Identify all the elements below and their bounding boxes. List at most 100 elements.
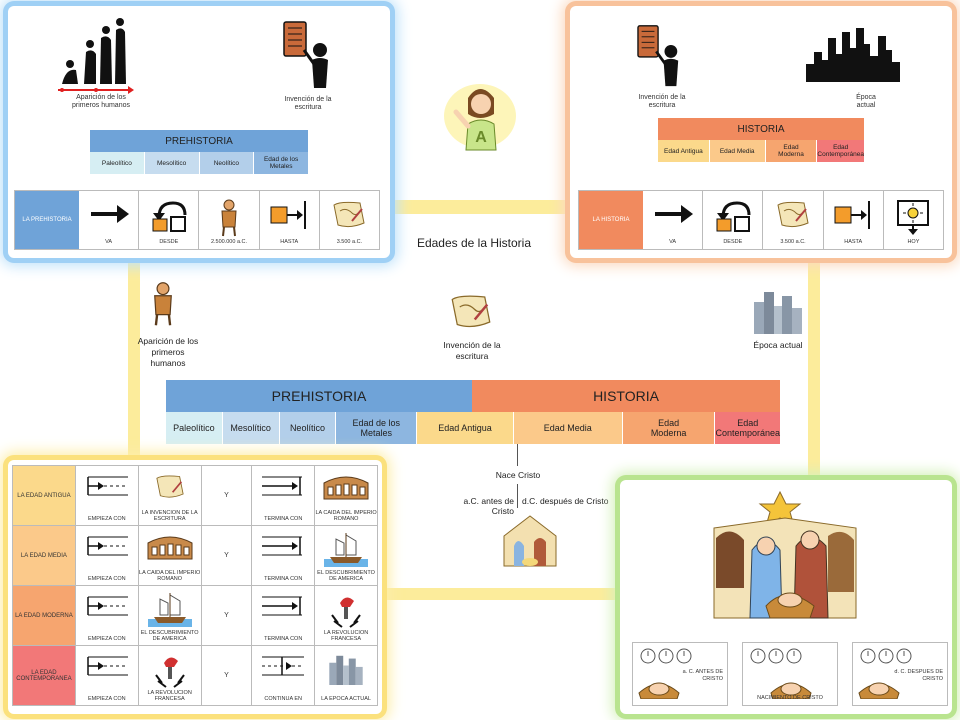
- central-period-moderna: Edad Moderna: [622, 412, 716, 444]
- start-item-cell: LA INVENCION DE LA ESCRITURA: [137, 465, 202, 526]
- central-period-mesolitico: Mesolítico: [222, 412, 280, 444]
- strip-cell-hasta: HASTA: [260, 191, 320, 249]
- baby-jesus-icon: [637, 673, 681, 704]
- period-paleolitico: Paleolítico: [90, 152, 145, 174]
- period-neolitico: Neolítico: [199, 152, 255, 174]
- end-item-cell: LA EPOCA ACTUAL: [314, 645, 378, 706]
- y-cell: Y: [200, 525, 253, 586]
- start-item-cell: EL DESCUBRIMIENTO DE AMERICA: [137, 585, 202, 646]
- clock-sequence-icon: [859, 647, 913, 670]
- event-icon: [322, 473, 370, 503]
- period-metales: Edad de los Metales: [254, 152, 308, 174]
- city-skyline-icon: [754, 292, 802, 334]
- cristo-cell: d. C. DESPUES DE CRISTO: [852, 642, 948, 706]
- strip-cell-desde: DESDE: [139, 191, 200, 249]
- connector-right: [808, 262, 820, 476]
- from-icon: [716, 201, 751, 232]
- nativity-small-icon: [503, 515, 557, 567]
- writing-tablet-icon: [637, 25, 679, 87]
- central-period-antigua: Edad Antigua: [417, 412, 514, 444]
- event-icon: [326, 653, 366, 687]
- clock-sequence-icon: [639, 647, 693, 670]
- label-invencion-escritura: Invención de la escritura: [638, 94, 686, 109]
- historia-panel: Invención de la escritura Época actual H…: [570, 6, 952, 258]
- era-cell: LA EDAD CONTEMPORANEA: [12, 645, 76, 706]
- start-item-cell: LA REVOLUCION FRANCESA: [137, 645, 202, 706]
- event-icon: [146, 533, 194, 563]
- strip-cell-fecha-inicio: 3.500 a.C.: [763, 191, 824, 249]
- end-item-cell: EL DESCUBRIMIENTO DE AMERICA: [314, 525, 378, 586]
- caveman-icon: [221, 199, 237, 237]
- girl-avatar-icon: A: [444, 84, 516, 151]
- strip-head-historia: LA HISTORIA: [579, 191, 643, 249]
- strip-cell-va: VA: [79, 191, 140, 249]
- end-cell: TERMINA CON: [251, 585, 316, 646]
- period-moderna: Edad Moderna: [765, 140, 818, 162]
- event-icon: [324, 533, 369, 569]
- connector-top: [380, 200, 580, 214]
- timeline-end-icon: [260, 533, 306, 561]
- central-label-primeros-humanos: Aparición de los primeros humanos: [137, 336, 199, 368]
- timeline-end-icon: [260, 473, 306, 501]
- strip-cell-desde: DESDE: [703, 191, 764, 249]
- from-icon: [152, 201, 187, 232]
- nace-cristo-line: [517, 444, 518, 466]
- timeline-start-icon: [84, 593, 130, 621]
- start-cell: EMPIEZA CON: [74, 465, 139, 526]
- timeline-end-icon: [260, 593, 306, 621]
- prehistoria-strip: LA PREHISTORIA VA DESDE 2.500.000 a.C. H…: [14, 190, 380, 250]
- human-evolution-icon: [58, 18, 134, 94]
- timeline-start-icon: [84, 473, 130, 501]
- until-icon: [834, 201, 871, 229]
- era-cell: LA EDAD ANTIGUA: [12, 465, 76, 526]
- strip-head-prehistoria: LA PREHISTORIA: [15, 191, 79, 249]
- timeline-continue-icon: [260, 653, 306, 681]
- page-title: Edades de la Historia: [416, 236, 532, 250]
- end-item-cell: LA REVOLUCION FRANCESA: [314, 585, 378, 646]
- start-item-cell: LA CAIDA DEL IMPERIO ROMANO: [137, 525, 202, 586]
- cristo-cell: a. C. ANTES DE CRISTO: [632, 642, 728, 706]
- end-item-cell: LA CAIDA DEL IMPERIO ROMANO: [314, 465, 378, 526]
- y-cell: Y: [200, 645, 253, 706]
- start-cell: EMPIEZA CON: [74, 525, 139, 586]
- y-cell: Y: [200, 465, 253, 526]
- central-period-neolitico: Neolítico: [279, 412, 337, 444]
- connector-bottom: [380, 588, 620, 600]
- baby-jesus-icon: [857, 673, 901, 704]
- strip-cell-fecha-fin: 3.500 a.C.: [320, 191, 379, 249]
- historia-periods: Edad Antigua Edad Media Edad Moderna Eda…: [658, 140, 864, 162]
- writing-tablet-icon: [283, 21, 328, 88]
- central-period-paleolitico: Paleolítico: [166, 412, 223, 444]
- timeline-start-icon: [84, 653, 130, 681]
- strip-cell-fecha-inicio: 2.500.000 a.C.: [199, 191, 260, 249]
- arrow-right-icon: [654, 205, 693, 223]
- nace-cristo-divider: [517, 484, 518, 508]
- today-sun-icon: [897, 200, 930, 235]
- baby-jesus-icon: [769, 673, 813, 704]
- event-icon: [153, 473, 187, 503]
- start-cell: EMPIEZA CON: [74, 645, 139, 706]
- prehistoria-panel: Aparición de los primeros humanos Invenc…: [8, 6, 390, 258]
- ac-label: a.C. antes de Cristo: [463, 496, 514, 516]
- central-label-invencion-escritura: Invención de la escritura: [443, 340, 501, 361]
- event-icon: [152, 653, 188, 691]
- central-historia-bar: HISTORIA: [472, 380, 780, 412]
- until-icon: [270, 201, 307, 229]
- period-antigua: Edad Antigua: [658, 140, 710, 162]
- end-cell: CONTINUA EN: [251, 645, 316, 706]
- end-cell: TERMINA CON: [251, 525, 316, 586]
- city-skyline-icon: [806, 28, 900, 82]
- end-cell: TERMINA CON: [251, 465, 316, 526]
- strip-cell-hoy: HOY: [884, 191, 943, 249]
- central-label-epoca-actual: Época actual: [753, 340, 803, 350]
- nativity-scene-icon: [713, 490, 857, 619]
- label-invencion-escritura: Invención de la escritura: [284, 96, 332, 111]
- central-period-media: Edad Media: [513, 412, 623, 444]
- label-primeros-humanos: Aparición de los primeros humanos: [72, 94, 130, 109]
- arrow-right-icon: [90, 205, 129, 223]
